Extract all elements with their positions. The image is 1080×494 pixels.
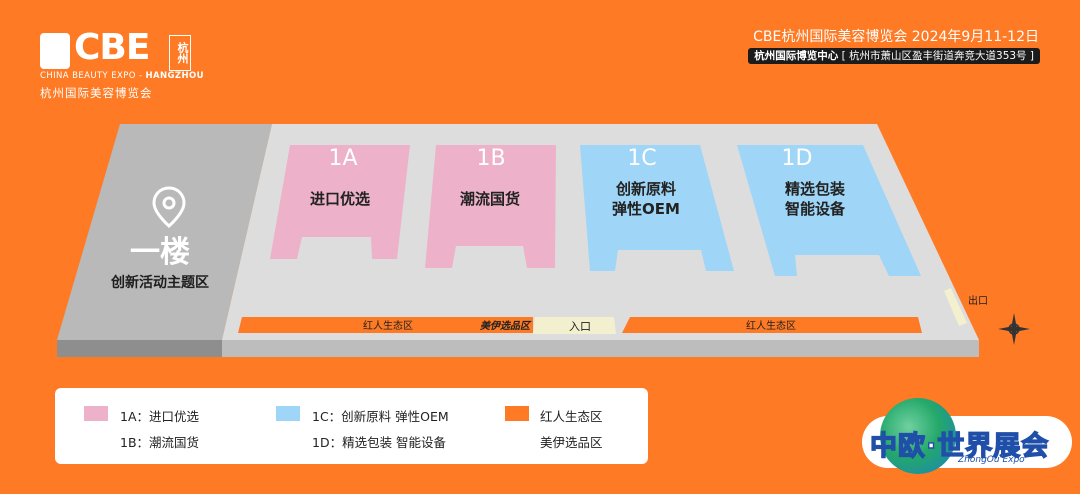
hall-1c-block bbox=[580, 145, 734, 271]
hall-1b-name: 潮流国货 bbox=[460, 190, 520, 208]
venue-name: 杭州国际博览中心 bbox=[754, 50, 839, 62]
legend-1c: 1C：创新原料 弹性OEM bbox=[312, 409, 449, 424]
hall-1a-code: 1A bbox=[328, 146, 357, 171]
logo-city: 杭州 bbox=[169, 35, 191, 71]
strip-right-label: 红人生态区 bbox=[746, 319, 796, 332]
hall-1d-block bbox=[737, 145, 921, 276]
floor-zone-name: 创新活动主题区 bbox=[110, 274, 209, 291]
strip-red-ecosystem-left bbox=[238, 317, 533, 333]
hall-1c-code: 1C bbox=[627, 146, 656, 171]
legend-red-ecosystem: 红人生态区 bbox=[540, 409, 603, 424]
legend-pink-swatch bbox=[84, 406, 108, 421]
strip-left-label: 红人生态区 bbox=[363, 319, 413, 332]
hall-1c-name: 创新原料 bbox=[615, 180, 676, 198]
logo-chinese: 杭州国际美容博览会 bbox=[40, 86, 153, 100]
entrance-box[interactable] bbox=[533, 317, 616, 334]
legend-1b: 1B：潮流国货 bbox=[120, 435, 200, 450]
floor-label: 一楼 bbox=[130, 235, 190, 270]
exit-label: 出口 bbox=[968, 294, 988, 307]
legend-select-zone: 美伊选品区 bbox=[540, 435, 603, 450]
strip-select-label: 美伊选品区 bbox=[480, 320, 532, 332]
hall-1b-code: 1B bbox=[476, 146, 505, 171]
legend-1a: 1A：进口优选 bbox=[120, 409, 200, 424]
hall-1d-name: 精选包装 bbox=[785, 180, 846, 198]
hall-1d-code: 1D bbox=[782, 146, 813, 171]
strip-red-ecosystem-right bbox=[622, 317, 922, 333]
venue-box: 杭州国际博览中心 [ 杭州市萧山区盈丰街道奔竞大道353号 ] bbox=[748, 48, 1040, 64]
watermark-text: 中欧·世界展会 bbox=[869, 430, 1050, 462]
compass-icon bbox=[998, 313, 1030, 345]
venue-address: [ 杭州市萧山区盈丰街道奔竞大道353号 ] bbox=[841, 50, 1034, 62]
legend-1d: 1D：精选包装 智能设备 bbox=[312, 435, 447, 450]
logo-text: CBE bbox=[74, 27, 150, 68]
logo-english: CHINA BEAUTY EXPO - HANGZHOU bbox=[40, 71, 204, 81]
entrance-label: 入口 bbox=[569, 320, 591, 333]
logo-emblem bbox=[40, 33, 70, 69]
floor-platform-left-edge bbox=[57, 340, 222, 357]
hall-1c-name2: 弹性OEM bbox=[612, 200, 680, 218]
hall-1a-block bbox=[270, 145, 410, 259]
legend-panel bbox=[55, 388, 648, 464]
legend-orange-swatch bbox=[505, 406, 529, 421]
hall-1b-block bbox=[425, 145, 556, 268]
exit-box[interactable] bbox=[944, 288, 967, 326]
legend-blue-swatch bbox=[276, 406, 300, 421]
floor-platform-main-edge bbox=[222, 340, 979, 357]
watermark-sub: ZhongOu Expo bbox=[958, 455, 1025, 465]
floor-platform-left bbox=[57, 124, 272, 340]
location-pin-icon bbox=[152, 186, 186, 228]
hall-1a-name: 进口优选 bbox=[310, 190, 370, 208]
event-title: CBE杭州国际美容博览会 2024年9月11-12日 bbox=[753, 29, 1039, 45]
globe-icon bbox=[880, 398, 956, 474]
hall-1d-name2: 智能设备 bbox=[785, 200, 846, 218]
